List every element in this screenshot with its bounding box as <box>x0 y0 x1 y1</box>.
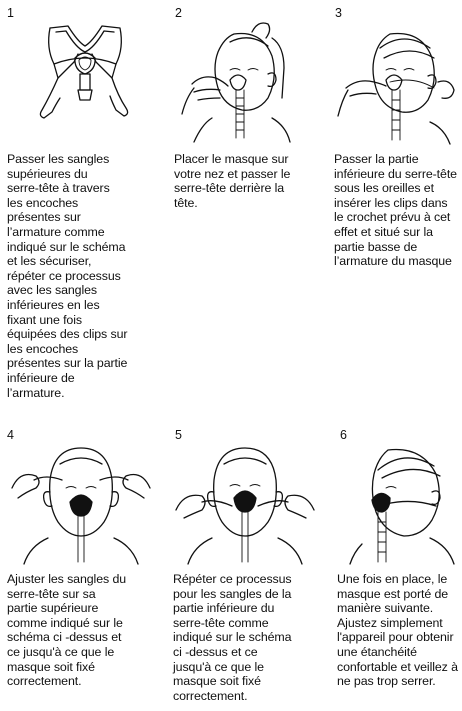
step-3-illustration-lower-straps <box>330 18 462 148</box>
step-1-illustration-headgear-frame <box>30 18 140 143</box>
step-2-instruction: Placer le masque sur votre nez et passer… <box>174 152 319 210</box>
step-3-instruction: Passer la partie inférieure du serre-têt… <box>334 152 462 269</box>
step-1-instruction: Passer les sangles supérieures du serre-… <box>7 152 165 400</box>
step-2-illustration-placing-mask <box>172 18 307 148</box>
step-4-instruction: Ajuster les sangles du serre-tête sur sa… <box>7 572 169 689</box>
step-4-illustration-adjust-upper-straps <box>6 440 156 565</box>
step-6-instruction: Une fois en place, le masque est porté d… <box>337 572 462 689</box>
step-6-illustration-mask-worn <box>332 440 462 565</box>
step-5-instruction: Répéter ce processus pour les sangles de… <box>173 572 323 703</box>
step-1-number: 1 <box>7 6 14 20</box>
step-5-illustration-adjust-lower-straps <box>170 440 320 565</box>
